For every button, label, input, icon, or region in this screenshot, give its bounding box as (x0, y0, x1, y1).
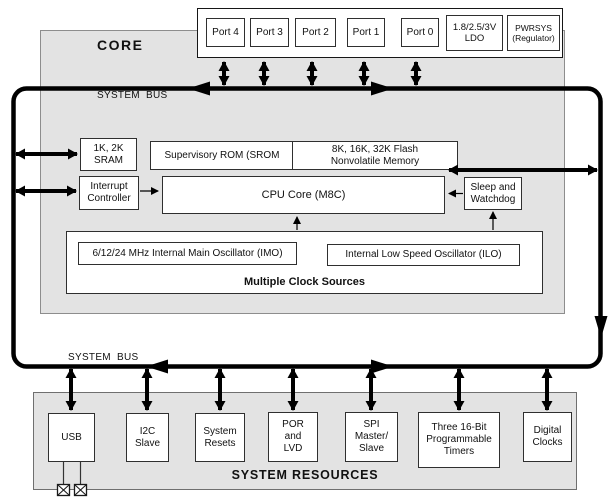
timers-box: Three 16-Bit Programmable Timers (418, 412, 500, 468)
system-resets-label: System Resets (203, 425, 237, 449)
interrupt-controller-box: Interrupt Controller (79, 176, 139, 210)
digital-clocks-label: Digital Clocks (532, 425, 563, 448)
bus-arrow-right-bottom-icon (371, 359, 393, 374)
system-resources-label: SYSTEM RESOURCES (231, 468, 379, 482)
bus-arrow-down-icon (594, 316, 608, 338)
sleep-watchdog-label: Sleep and Watchdog (470, 181, 516, 205)
srom-label: Supervisory ROM (SROM (164, 149, 280, 161)
port2-label: Port 2 (302, 26, 329, 38)
port3-box: Port 3 (250, 18, 289, 47)
sram-box: 1K, 2K SRAM (80, 138, 137, 171)
port3-label: Port 3 (256, 26, 283, 38)
port4-box: Port 4 (206, 18, 245, 47)
ldo-label: 1.8/2.5/3V LDO (452, 21, 497, 44)
core-title: CORE (97, 37, 144, 53)
system-bus-top-label: SYSTEM BUS (97, 90, 168, 101)
i2c-slave-box: I2C Slave (126, 413, 169, 462)
digital-clocks-box: Digital Clocks (523, 412, 572, 462)
ilo-label: Internal Low Speed Oscillator (ILO) (345, 249, 502, 261)
port0-box: Port 0 (401, 18, 439, 47)
usb-box: USB (48, 413, 95, 462)
bus-arrow-left-bottom-icon (146, 359, 168, 374)
port0-label: Port 0 (406, 26, 434, 38)
sram-label: 1K, 2K SRAM (93, 142, 124, 166)
por-lvd-label: POR and LVD (282, 419, 304, 454)
flash-box: 8K, 16K, 32K Flash Nonvolatile Memory (292, 141, 458, 170)
clock-sources-label: Multiple Clock Sources (243, 276, 366, 289)
cpu-core-box: CPU Core (M8C) (162, 176, 445, 214)
ilo-box: Internal Low Speed Oscillator (ILO) (327, 244, 520, 266)
port2-box: Port 2 (295, 18, 336, 47)
system-bus-bottom-label: SYSTEM BUS (68, 352, 139, 363)
ports-container: Port 4 Port 3 Port 2 Port 1 Port 0 1.8/2… (197, 8, 563, 58)
clock-sources-box: 6/12/24 MHz Internal Main Oscillator (IM… (66, 231, 543, 294)
system-resets-box: System Resets (195, 413, 245, 462)
port4-label: Port 4 (212, 26, 239, 38)
port1-label: Port 1 (352, 26, 380, 38)
srom-box: Supervisory ROM (SROM (150, 141, 294, 170)
imo-box: 6/12/24 MHz Internal Main Oscillator (IM… (78, 242, 297, 265)
flash-label: 8K, 16K, 32K Flash Nonvolatile Memory (330, 143, 420, 167)
usb-label: USB (61, 431, 82, 443)
cpu-core-label: CPU Core (M8C) (261, 188, 346, 201)
ldo-box: 1.8/2.5/3V LDO (446, 15, 503, 51)
imo-label: 6/12/24 MHz Internal Main Oscillator (IM… (92, 247, 283, 259)
timers-label: Three 16-Bit Programmable Timers (426, 422, 492, 457)
spi-box: SPI Master/ Slave (345, 412, 398, 462)
pwrsys-label: PWRSYS (Regulator) (512, 22, 555, 43)
port1-box: Port 1 (347, 18, 385, 47)
spi-label: SPI Master/ Slave (354, 419, 389, 454)
pwrsys-box: PWRSYS (Regulator) (507, 15, 560, 51)
por-lvd-box: POR and LVD (268, 412, 318, 462)
i2c-slave-label: I2C Slave (134, 425, 160, 449)
sleep-watchdog-box: Sleep and Watchdog (464, 177, 522, 210)
interrupt-controller-label: Interrupt Controller (87, 181, 131, 204)
